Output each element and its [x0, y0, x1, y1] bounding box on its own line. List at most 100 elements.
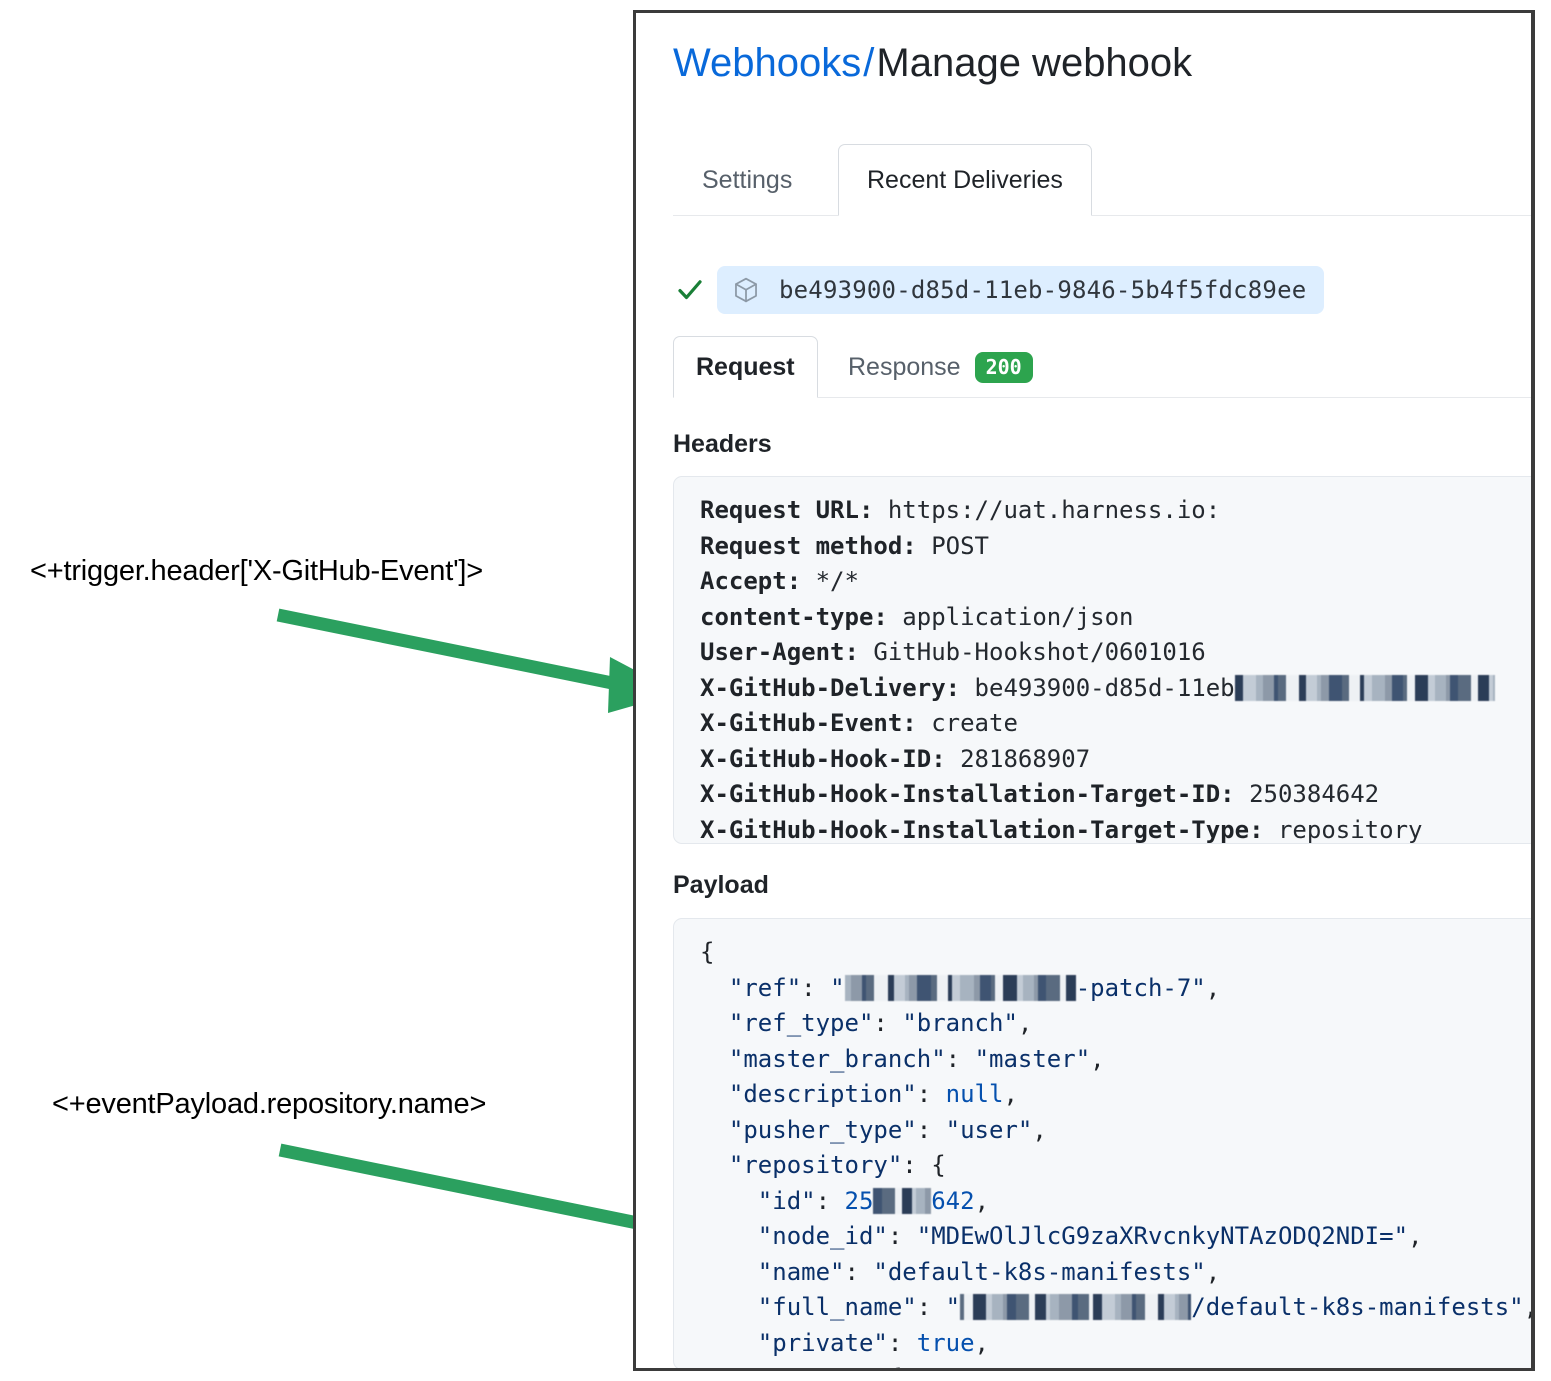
json-token: 642: [931, 1186, 975, 1215]
header-key: Request method:: [700, 531, 917, 560]
json-token: "user": [945, 1115, 1033, 1144]
header-line: X-GitHub-Hook-Installation-Target-Type: …: [700, 813, 1531, 844]
header-line: Request method: POST: [700, 529, 1531, 565]
json-token: ,: [974, 1186, 990, 1215]
json-token: [700, 1364, 758, 1368]
delivery-row: be493900-d85d-11eb-9846-5b4f5fdc89ee: [673, 263, 1325, 317]
json-token: "private": [757, 1328, 888, 1357]
header-key: X-GitHub-Event:: [700, 709, 917, 737]
json-token: ,: [1205, 973, 1221, 1002]
json-token: :: [815, 1186, 845, 1215]
json-token: "name": [757, 1257, 845, 1286]
payload-code-block: { "ref": "-patch-7", "ref_type": "branch…: [673, 918, 1531, 1368]
json-token: :: [916, 1115, 946, 1144]
payload-line: "description": null,: [700, 1077, 1531, 1113]
json-token: true: [916, 1328, 975, 1357]
headers-code-block: Request URL: https://uat.harness.io:Requ…: [673, 476, 1531, 844]
header-value: repository: [1277, 815, 1423, 844]
json-token: ,: [1408, 1222, 1423, 1250]
sub-tab-bar-divider: [673, 397, 1531, 398]
json-token: ,: [1205, 1257, 1221, 1286]
header-value: application/json: [902, 602, 1134, 631]
json-token: [700, 1080, 729, 1108]
header-value: 250384642: [1249, 780, 1380, 808]
header-line: User-Agent: GitHub-Hookshot/0601016: [700, 635, 1531, 671]
header-key: X-GitHub-Hook-Installation-Target-Type:: [700, 815, 1264, 844]
json-token: "owner": [758, 1364, 859, 1368]
request-response-tab-bar: Request Response 200: [673, 336, 1531, 398]
tab-request[interactable]: Request: [673, 336, 818, 398]
payload-line: {: [700, 935, 1531, 971]
header-value: create: [931, 709, 1018, 737]
json-token: "description": [728, 1080, 917, 1108]
json-token: : {: [902, 1151, 946, 1179]
json-token: "master_branch": [728, 1044, 946, 1073]
delivery-id-pill[interactable]: be493900-d85d-11eb-9846-5b4f5fdc89ee: [717, 266, 1325, 314]
json-token: [700, 1009, 729, 1037]
payload-line: "ref": "-patch-7",: [700, 971, 1531, 1007]
json-token: [700, 974, 729, 1002]
json-token: [700, 1045, 729, 1073]
package-icon: [731, 275, 761, 305]
tab-response-label: Response: [848, 352, 961, 381]
json-token: "full_name": [757, 1293, 917, 1321]
payload-line: "master_branch": "master",: [700, 1042, 1531, 1078]
header-key: Accept:: [700, 567, 802, 595]
json-token: -patch-7": [1075, 973, 1206, 1002]
tab-response[interactable]: Response 200: [825, 336, 1056, 398]
json-token: ": [830, 973, 845, 1002]
header-line: X-GitHub-Hook-ID: 281868907: [700, 742, 1531, 778]
tab-bar-divider: [673, 215, 1531, 216]
header-key: User-Agent:: [700, 638, 859, 666]
redacted-text: [1234, 674, 1495, 701]
payload-section-title: Payload: [673, 871, 769, 899]
json-token: [700, 1258, 758, 1286]
header-line: content-type: application/json: [700, 600, 1531, 636]
annotation-label-trigger-header: <+trigger.header['X-GitHub-Event']>: [30, 555, 484, 587]
json-token: "default-k8s-manifests": [873, 1257, 1206, 1286]
json-token: "MDEwOlJlcG9zaXRvcnkyNTAzODQ2NDI=": [916, 1222, 1409, 1250]
redacted-text: [873, 1187, 932, 1214]
tab-settings-label: Settings: [702, 165, 793, 194]
tab-settings[interactable]: Settings: [673, 144, 821, 216]
json-token: ,: [974, 1328, 989, 1357]
json-token: ,: [1032, 1115, 1047, 1144]
json-token: :: [887, 1328, 917, 1357]
header-value: 281868907: [960, 744, 1091, 773]
payload-line: "pusher_type": "user",: [700, 1113, 1531, 1149]
json-token: :: [873, 1009, 903, 1037]
json-token: [700, 1116, 729, 1144]
header-line: X-GitHub-Hook-Installation-Target-ID: 25…: [700, 777, 1531, 813]
payload-line: "node_id": "MDEwOlJlcG9zaXRvcnkyNTAzODQ2…: [700, 1219, 1531, 1255]
header-value: POST: [931, 531, 989, 560]
tab-recent-deliveries[interactable]: Recent Deliveries: [838, 144, 1092, 216]
json-token: "node_id": [757, 1222, 888, 1250]
breadcrumb-link-webhooks[interactable]: Webhooks: [673, 41, 862, 85]
json-token: ,: [1003, 1080, 1018, 1108]
top-tab-bar: Settings Recent Deliveries: [673, 144, 1531, 216]
header-key: content-type:: [700, 602, 888, 631]
header-value: be493900-d85d-11eb: [974, 673, 1235, 702]
tab-recent-deliveries-label: Recent Deliveries: [867, 165, 1063, 194]
json-token: :: [887, 1222, 917, 1250]
payload-line: "private": true,: [700, 1326, 1531, 1362]
payload-line: "owner": {: [700, 1361, 1531, 1368]
json-token: "ref_type": [728, 1009, 874, 1037]
json-token: [700, 1293, 758, 1321]
breadcrumb-separator: /: [863, 41, 875, 85]
header-line: Request URL: https://uat.harness.io:: [700, 493, 1531, 529]
header-value: */*: [815, 567, 859, 595]
json-token: 25: [844, 1186, 874, 1215]
header-line: Accept: */*: [700, 564, 1531, 600]
json-token: [700, 1151, 729, 1179]
json-token: "id": [757, 1186, 816, 1215]
json-token: [700, 1187, 758, 1215]
json-token: {: [700, 938, 715, 966]
redacted-text: [844, 974, 1076, 1001]
annotation-label-event-payload: <+eventPayload.repository.name>: [52, 1088, 487, 1120]
json-token: :: [801, 973, 831, 1002]
json-token: : {: [859, 1364, 902, 1368]
tab-request-label: Request: [696, 352, 795, 381]
page-title: Manage webhook: [876, 41, 1193, 85]
json-token: "branch": [902, 1009, 1018, 1037]
